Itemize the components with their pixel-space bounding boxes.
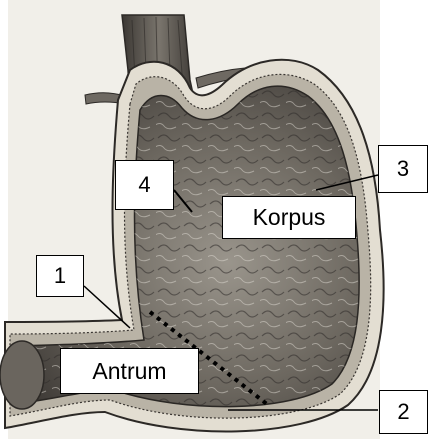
- label-antrum: Antrum: [60, 348, 199, 394]
- label-4: 4: [115, 160, 174, 210]
- pylorus-opening: [0, 341, 44, 409]
- label-korpus: Korpus: [222, 196, 356, 239]
- label-3: 3: [378, 145, 428, 193]
- label-2: 2: [379, 390, 428, 434]
- label-1: 1: [36, 255, 84, 297]
